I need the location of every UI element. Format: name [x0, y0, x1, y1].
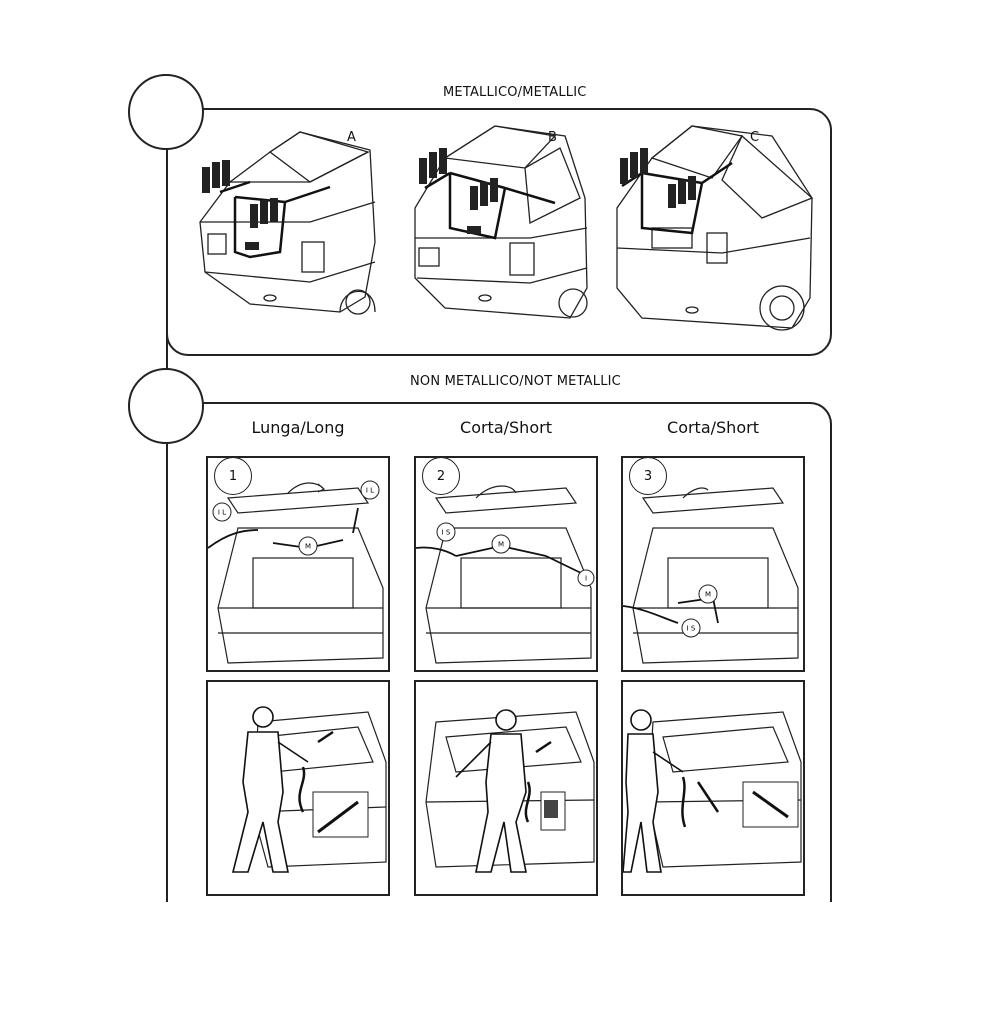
step-number-3: 3 — [629, 458, 667, 495]
not-metallic-section-title: NON METALLICO/NOT METALLIC — [410, 374, 621, 389]
tag-m: M — [705, 591, 711, 599]
section-fade-cover — [160, 902, 840, 1022]
metallic-section-title: METALLICO/METALLIC — [443, 85, 587, 100]
step-number-2: 2 — [422, 458, 460, 495]
tag-is: I S — [442, 529, 451, 537]
column-title-short-2: Corta/Short — [667, 418, 759, 437]
tag-i: I — [585, 575, 587, 583]
step-panel-2: I S I M 2 — [414, 456, 598, 672]
step-number-1: 1 — [214, 458, 252, 495]
tag-m: M — [305, 543, 311, 551]
open-tailgate-illustration: M I S — [623, 487, 799, 664]
tag-il-left: I L — [218, 509, 226, 517]
car-rack-illustration-a — [199, 131, 376, 315]
tag-is: I S — [687, 625, 696, 633]
not-metallic-section-frame — [166, 402, 832, 962]
open-tailgate-illustration: I S I M — [416, 485, 595, 664]
strap-panel-3 — [621, 680, 805, 896]
column-title-short-1: Corta/Short — [460, 418, 552, 437]
person-tightening-strap-illustration — [623, 709, 802, 873]
panel-label-b: B — [548, 130, 557, 145]
metallic-section-marker — [128, 74, 204, 150]
panel-label-c: C — [750, 130, 760, 145]
not-metallic-section-marker — [128, 368, 204, 444]
column-title-long: Lunga/Long — [251, 418, 345, 437]
strap-panel-1 — [206, 680, 390, 896]
person-tightening-strap-illustration — [231, 706, 387, 873]
step-panel-3: M I S 3 — [621, 456, 805, 672]
panel-label-a: A — [347, 130, 356, 145]
person-tightening-strap-illustration — [425, 709, 595, 873]
car-rack-illustration-b — [414, 125, 588, 319]
step-panel-1: I L I L M 1 — [206, 456, 390, 672]
tag-m: M — [498, 541, 504, 549]
strap-panel-2 — [414, 680, 598, 896]
car-rack-illustration-c — [616, 125, 814, 331]
open-tailgate-illustration: I L I L M — [208, 480, 384, 664]
tag-il-right: I L — [366, 487, 374, 495]
